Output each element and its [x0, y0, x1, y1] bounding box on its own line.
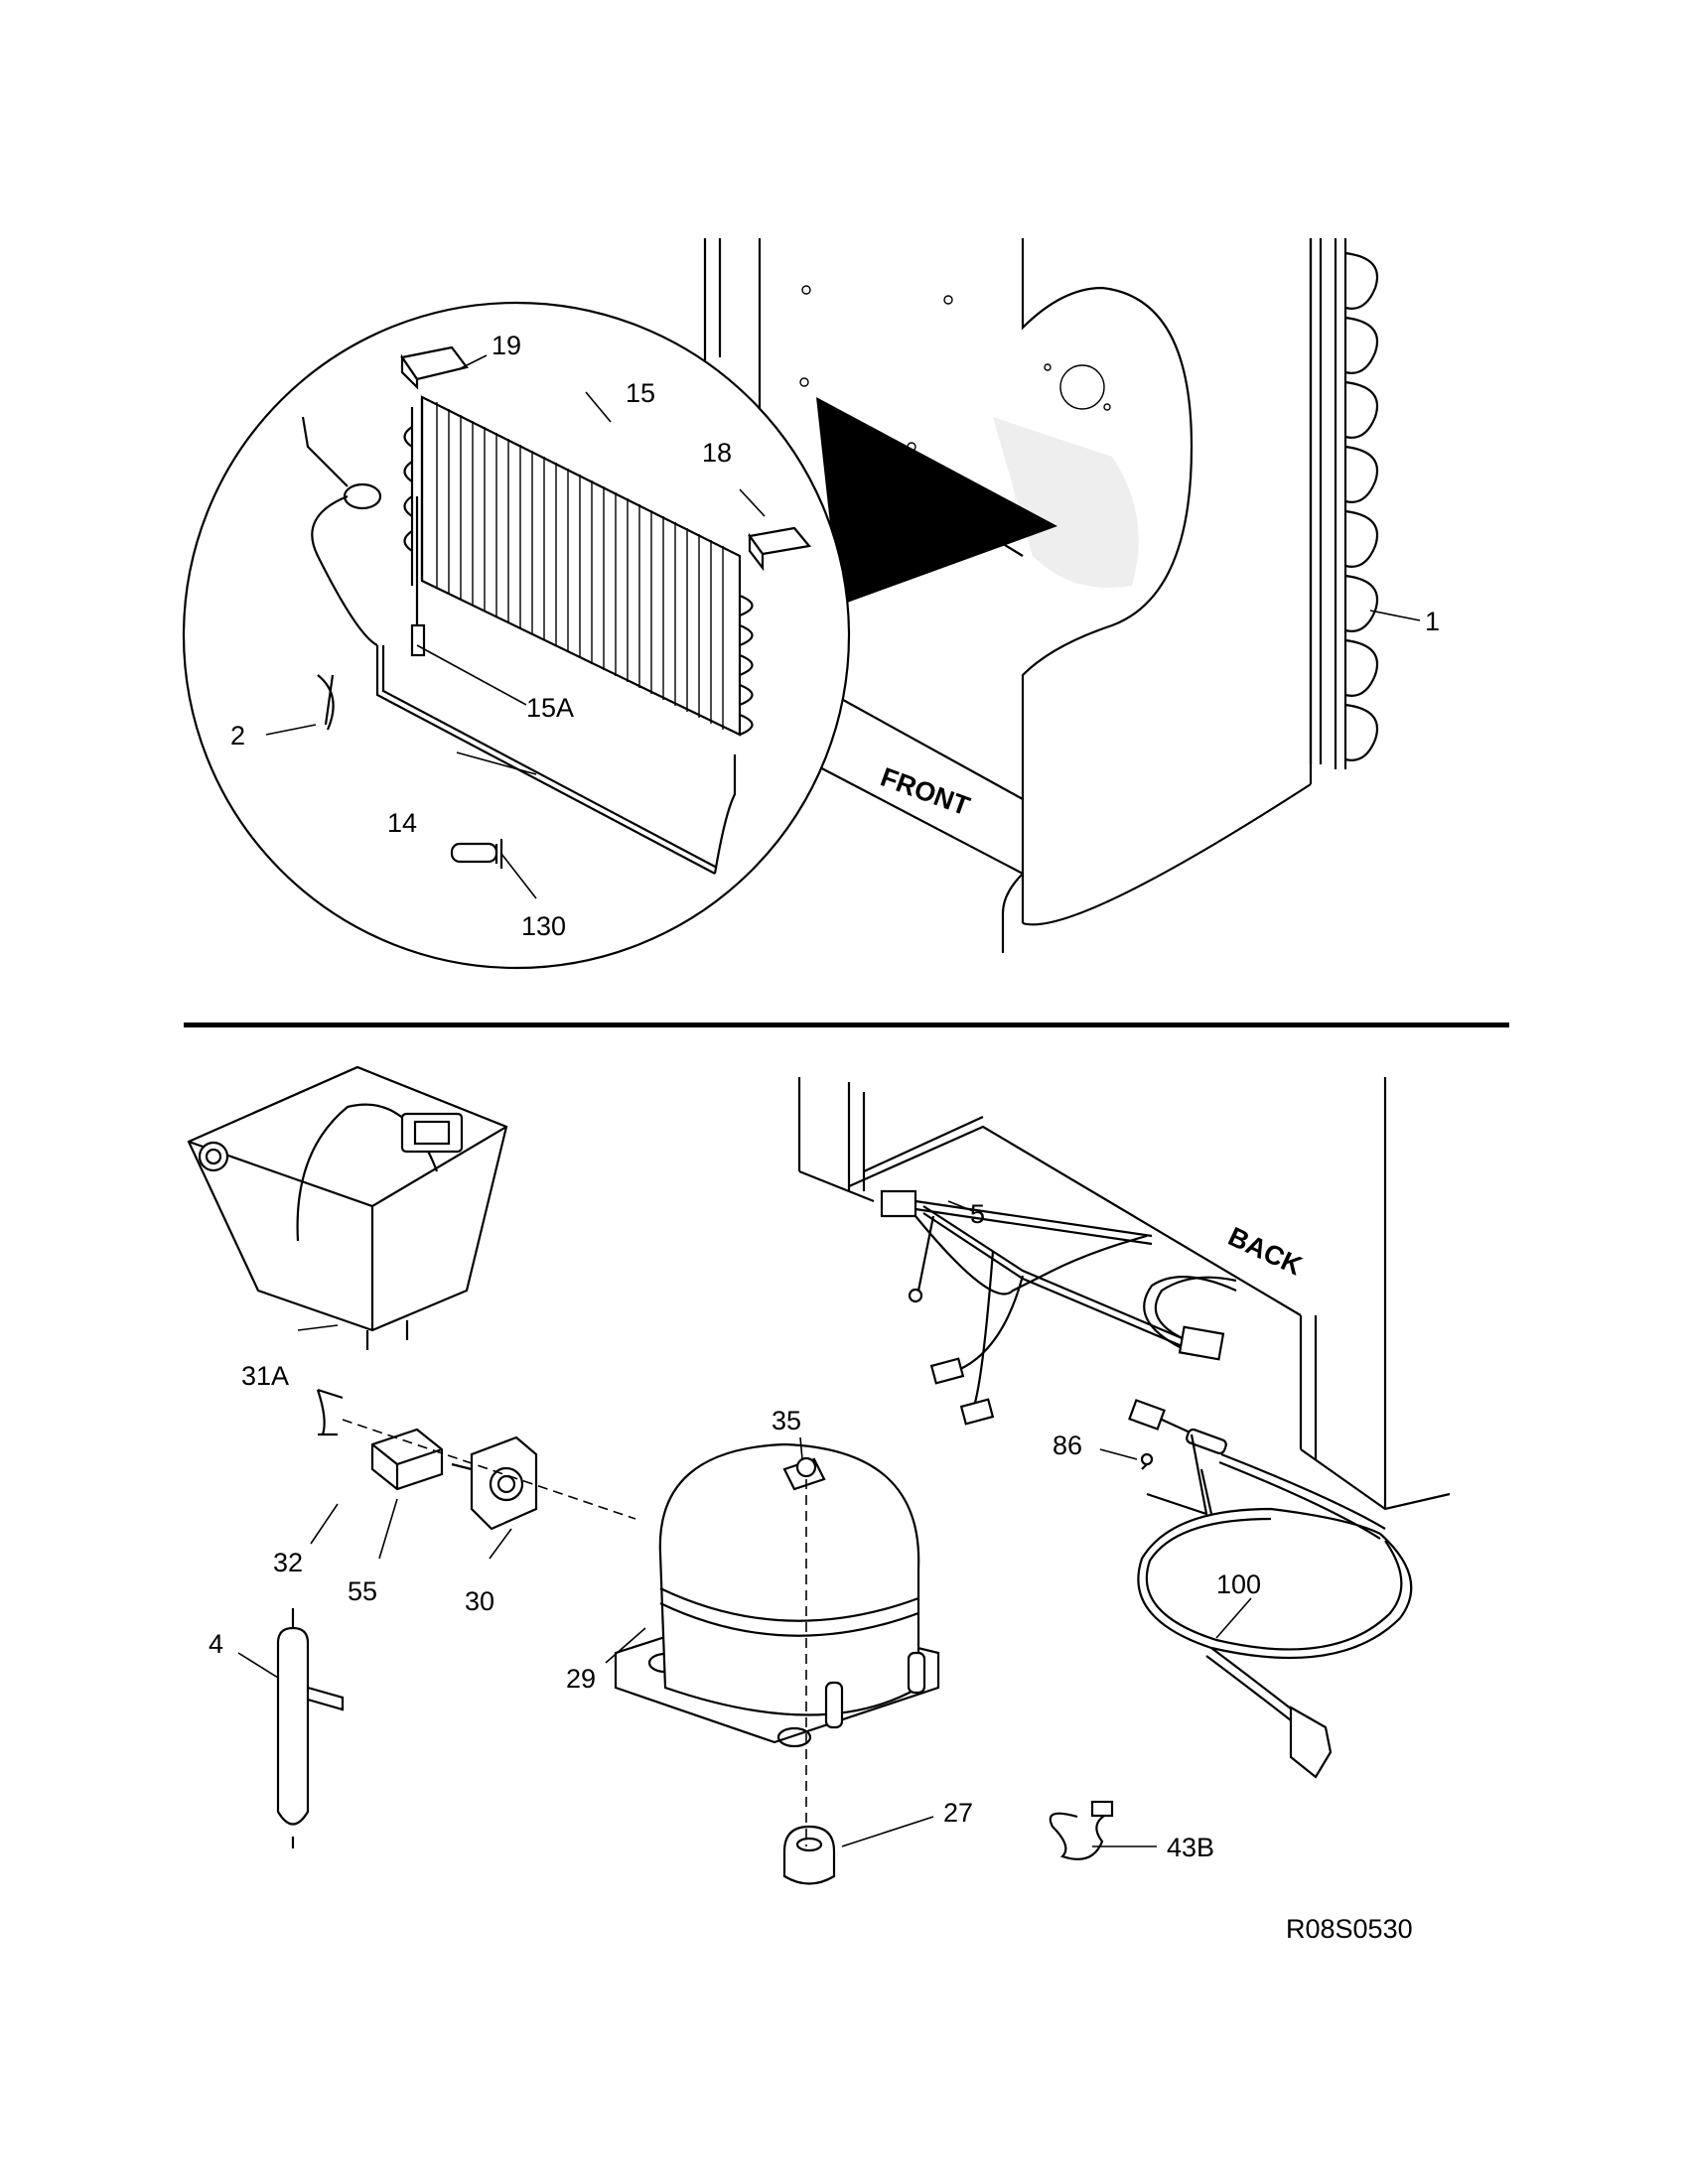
callout-27: 27	[943, 1798, 973, 1828]
callout-30: 30	[465, 1586, 494, 1616]
compressor	[614, 1442, 940, 1885]
detail-pointer	[816, 397, 1057, 606]
callout-4: 4	[209, 1629, 223, 1659]
insulation-pads	[400, 345, 812, 572]
evaporator	[403, 395, 754, 737]
condenser-coil	[1309, 238, 1378, 769]
upper-leaders	[265, 354, 1421, 899]
callout-35: 35	[772, 1406, 801, 1435]
callout-18: 18	[702, 438, 732, 468]
callout-5: 5	[970, 1199, 985, 1229]
drain-pan	[187, 1065, 508, 1350]
wire-harness	[880, 1189, 1237, 1426]
section-divider	[184, 1023, 1509, 1027]
back-label: BACK	[1223, 1221, 1307, 1281]
start-relay-assembly	[316, 1388, 636, 1531]
callout-15: 15	[626, 378, 655, 408]
drawing-id: R08S0530	[1286, 1914, 1413, 1944]
callout-labels: 19 15 18 15A 2 14 130 1 FRONT 31A 32 55 …	[209, 331, 1440, 1944]
callout-43b: 43B	[1167, 1833, 1214, 1862]
callout-31a: 31A	[241, 1361, 289, 1391]
callout-19: 19	[492, 331, 521, 360]
callout-86: 86	[1053, 1431, 1082, 1460]
callout-32: 32	[273, 1548, 303, 1577]
defrost-wiring	[301, 416, 737, 875]
lower-leaders	[237, 1200, 1252, 1847]
callout-1: 1	[1425, 607, 1440, 636]
filter-drier	[276, 1608, 345, 1848]
callout-15a: 15A	[526, 693, 574, 723]
cabinet-rear	[797, 1077, 1451, 1511]
callout-55: 55	[348, 1576, 377, 1606]
callout-130: 130	[521, 911, 566, 941]
detail-circle	[182, 301, 851, 970]
power-cord	[1128, 1399, 1413, 1779]
front-label: FRONT	[877, 761, 974, 821]
callout-14: 14	[387, 808, 417, 838]
callout-100: 100	[1216, 1570, 1261, 1599]
wire-clip	[1049, 1800, 1114, 1860]
callout-29: 29	[566, 1664, 596, 1694]
callout-2: 2	[230, 721, 245, 751]
